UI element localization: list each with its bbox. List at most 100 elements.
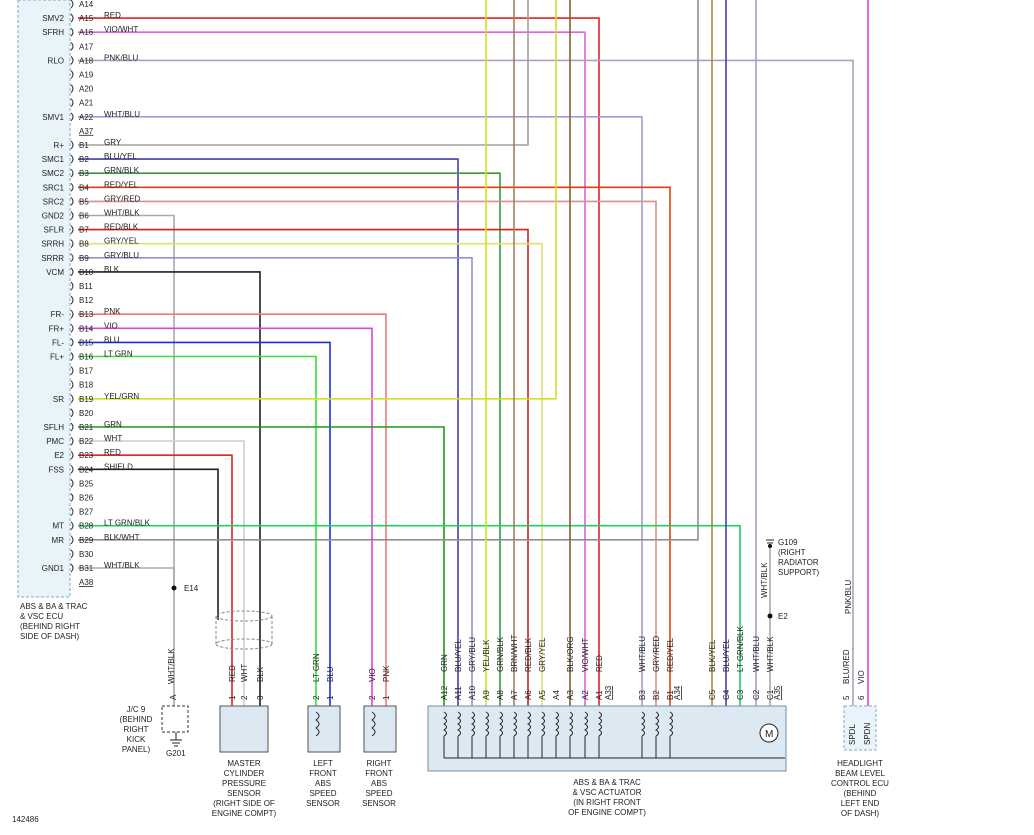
ecu-wire-label-B3: GRN/BLK [104, 166, 140, 175]
ecu-wire-label-B4: RED/YEL [104, 180, 139, 189]
actuator-pin-A11: A11 [454, 686, 463, 700]
ecu-signal-B9: SRRR [41, 254, 64, 263]
actuator-coil-A10 [471, 711, 475, 737]
actuator-wire-A1: RED [595, 655, 604, 672]
ecu-pin-B13: B13 [79, 310, 94, 319]
hl-name-5: LEFT END [841, 799, 880, 808]
ecu-pin-bracket-B31 [70, 563, 74, 573]
actuator-name-3: (IN RIGHT FRONT [573, 798, 641, 807]
ecu-signal-A18: RLO [48, 56, 64, 65]
ecu-signal-B28: MT [52, 522, 64, 531]
ls-pin-1: 1 [326, 695, 335, 700]
wire-B19 [78, 0, 557, 400]
hl-wire-6: VIO [857, 670, 866, 684]
ecu-wire-label-B6: WHT/BLK [104, 209, 140, 218]
actuator-wire-C2: WHT/BLU [752, 636, 761, 672]
actuator-coil-A12 [443, 711, 447, 737]
actuator-pin-C2: C2 [752, 689, 761, 700]
ecu-pin-B12: B12 [79, 296, 94, 305]
ecu-pin-B17: B17 [79, 367, 94, 376]
ecu-pin-bracket-B13 [70, 309, 74, 319]
ecu-pin-A19: A19 [79, 71, 94, 80]
ecu-signal-B4: SRC1 [43, 183, 65, 192]
ecu-wire-label-B2: BLU/YEL [104, 152, 137, 161]
actuator-name-1: ABS & BA & TRAC [573, 778, 641, 787]
jc9-name-4: KICK [127, 735, 146, 744]
rs-pin-2: 2 [368, 695, 377, 700]
actuator-pin-B3: B3 [638, 690, 647, 700]
jc9-name-2: (BEHIND [120, 715, 153, 724]
ecu-signal-B2: SMC1 [42, 155, 65, 164]
ecu-pin-bracket-A16 [70, 27, 74, 37]
ecu-wire-label-A22: WHT/BLU [104, 110, 140, 119]
jc9-name-1: J/C 9 [127, 705, 146, 714]
mc-pin-1: 1 [228, 695, 237, 700]
ecu-name-3: (BEHIND RIGHT [20, 622, 80, 631]
wire-B4 [78, 186, 671, 706]
ecu-wire-label-B24: SHIELD [104, 462, 133, 471]
actuator-coil-A5 [541, 711, 545, 737]
hl-wire-5: BLU/RED [842, 649, 851, 684]
ecu-signal-B24: FSS [48, 465, 64, 474]
ecu-pin-bracket-B26 [70, 493, 74, 502]
actuator-wire-B2: GRY/RED [652, 635, 661, 672]
hl-pin-6: 6 [857, 695, 866, 700]
rs-pin-1: 1 [382, 695, 391, 700]
ecu-signal-B23: E2 [54, 451, 64, 460]
ecu-pin-B26: B26 [79, 494, 94, 503]
actuator-wire-A6: RED/BLK [524, 637, 533, 672]
jc9-name-5: PANEL) [122, 745, 151, 754]
actuator-coil-B2 [655, 711, 659, 737]
actuator-coil-A8 [499, 711, 503, 737]
ecu-wire-label-A15: RED [104, 11, 121, 20]
wire-B9 [78, 256, 473, 706]
ecu-pin-bracket-B25 [70, 479, 74, 488]
actuator-coil-A3 [569, 711, 573, 737]
ecu-pin-bracket-A17 [70, 41, 74, 51]
jc9-box [161, 705, 189, 733]
motor-symbol: M [765, 729, 773, 740]
actuator-connector-A34: A34 [673, 685, 682, 700]
actuator-wire-A9: YEL/BLK [482, 639, 491, 672]
ecu-wire-label-B8: GRY/YEL [104, 237, 139, 246]
ecu-pin-bracket-B7 [70, 225, 74, 234]
ecu-pin-bracket-A14 [70, 0, 74, 9]
ecu-pin-A22: A22 [79, 113, 94, 122]
actuator-name-4: OF ENGINE COMPT) [568, 808, 646, 817]
ecu-pin-bracket-B30 [70, 549, 74, 559]
ecu-signal-A15: SMV2 [42, 14, 64, 23]
g109-name-1: G109 [778, 538, 798, 547]
ecu-wire-label-B7: RED/BLK [104, 223, 139, 232]
e2-splice-dot [767, 613, 773, 619]
ecu-pin-B28: B28 [79, 522, 94, 531]
ecu-pin-B9: B9 [79, 254, 89, 263]
rs-coil [371, 711, 376, 737]
wire-B29 [78, 0, 699, 541]
actuator-wire-A8: GRN/BLK [496, 636, 505, 672]
ecu-wire-label-B5: GRY/RED [104, 194, 141, 203]
ecu-pin-B6: B6 [79, 212, 89, 221]
ecu-pin-bracket-B3 [70, 168, 74, 178]
ecu-wire-label-B23: RED [104, 448, 121, 457]
ecu-pin-bracket-B5 [70, 197, 74, 206]
actuator-pin-B2: B2 [652, 690, 661, 700]
ecu-connector-A38: A38 [79, 578, 94, 587]
actuator-pin-B1: B1 [666, 690, 675, 700]
ecu-signal-B29: MR [52, 536, 65, 545]
wire-B5 [78, 200, 657, 706]
actuator-coil-A4 [555, 711, 559, 737]
ecu-pin-bracket-B17 [70, 366, 74, 375]
ecu-signal-B13: FR- [51, 310, 65, 319]
hl-name-2: BEAM LEVEL [835, 769, 885, 778]
actuator-pin-A6: A6 [524, 690, 533, 700]
ecu-wire-label-B10: BLK [104, 265, 120, 274]
actuator-pin-A12: A12 [440, 685, 449, 700]
ecu-signal-B21: SFLH [44, 423, 65, 432]
actuator-coil-A7 [513, 711, 517, 737]
actuator-wire-B3: WHT/BLU [638, 636, 647, 672]
ecu-wire-label-B29: BLK/WHT [104, 533, 140, 542]
ecu-pin-bracket-B4 [70, 182, 74, 192]
hl-term-name-5: SPDL [848, 724, 857, 745]
ecu-wire-label-B1: GRY [104, 138, 122, 147]
